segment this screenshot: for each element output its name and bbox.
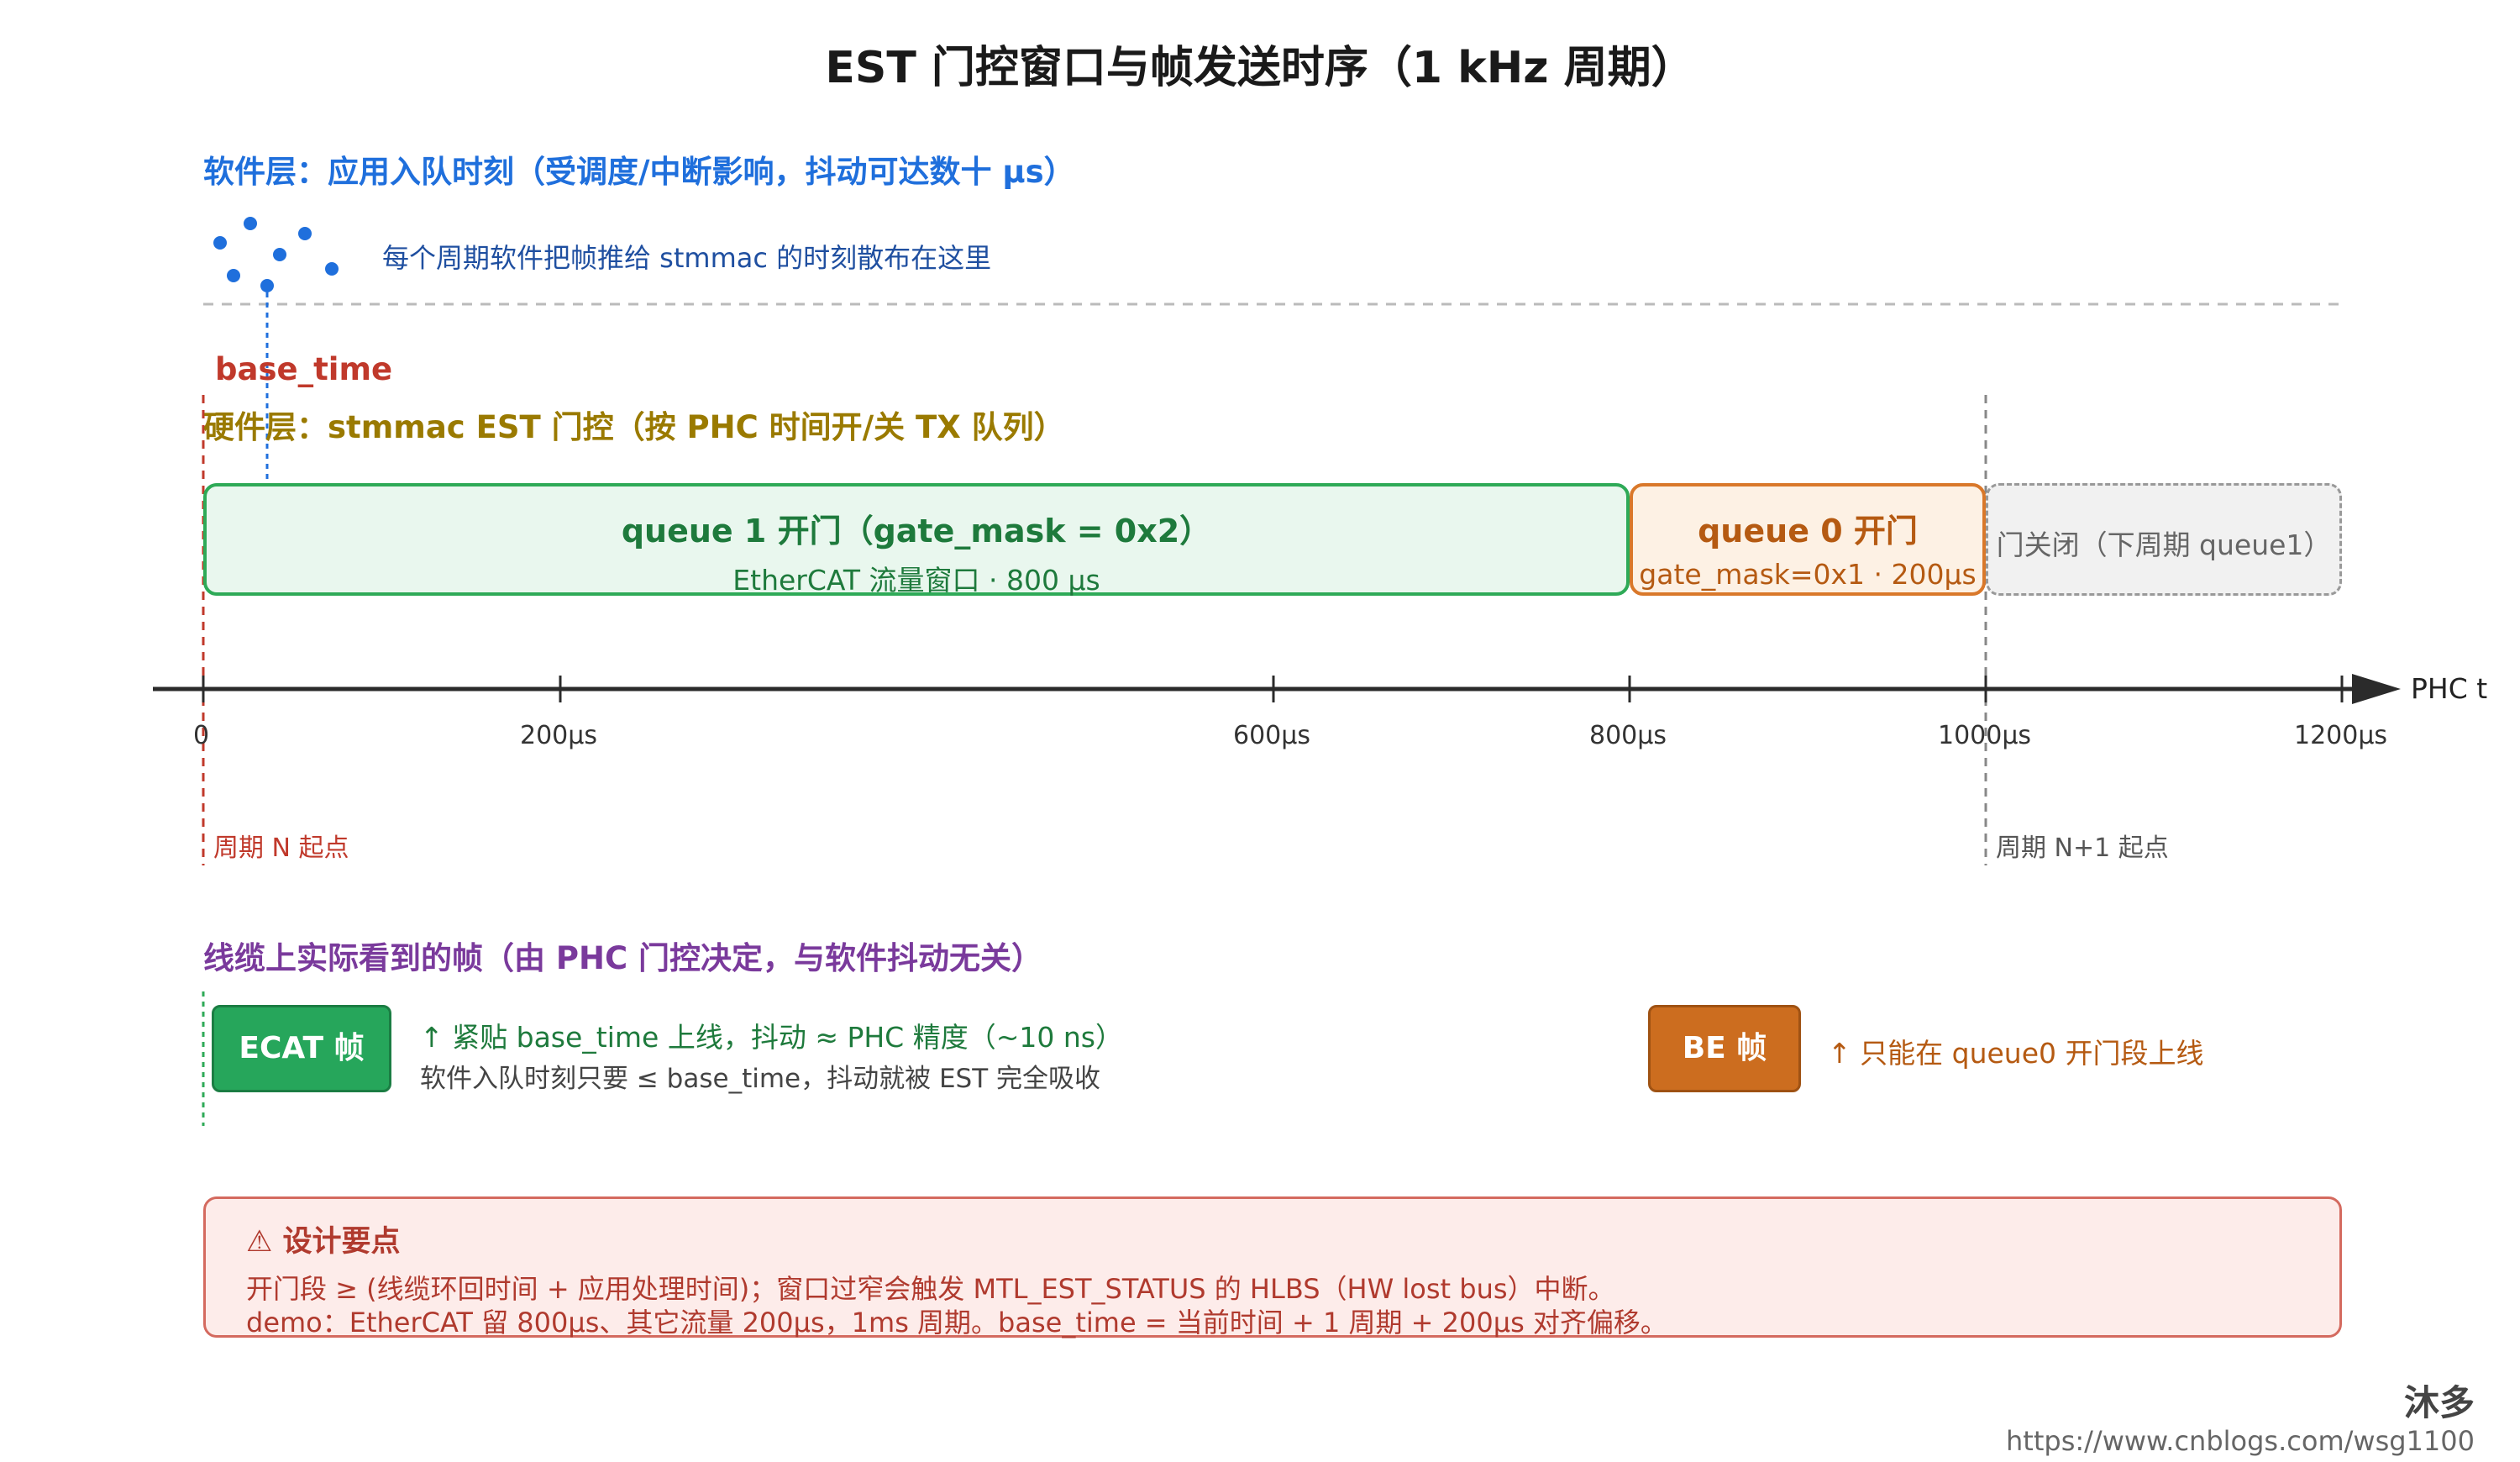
watermark-url: https://www.cnblogs.com/wsg1100 [2006,1425,2475,1457]
be-frame: BE 帧 [1648,1005,1801,1092]
enqueue-dot [227,269,240,282]
tick-label-0: 0 [193,721,210,750]
tick-label-800: 800µs [1589,721,1667,750]
gate-closed-label: 门关闭（下周期 queue1） [1996,529,2332,561]
tick-label-1200: 1200µs [2294,721,2388,750]
queue0-window-title: queue 0 开门 [1698,513,1918,550]
tick-label-1000: 1000µs [1938,721,2032,750]
queue0-window-subtitle: gate_mask=0x1 · 200µs [1639,558,1977,591]
axis-arrow [2352,674,2401,704]
enqueue-dot [244,217,257,230]
watermark-author: 沐多 [2404,1382,2475,1423]
software-layer-heading: 软件层：应用入队时刻（受调度/中断影响，抖动可达数十 µs） [203,154,1075,190]
queue0-window: queue 0 开门 gate_mask=0x1 · 200µs [1630,483,1986,596]
enqueue-dot [213,236,227,250]
design-notes-line-1: 开门段 ≥ (线缆环回时间 + 应用处理时间)；窗口过窄会触发 MTL_EST_… [246,1273,1615,1305]
design-notes-box: ⚠ 设计要点 开门段 ≥ (线缆环回时间 + 应用处理时间)；窗口过窄会触发 M… [203,1196,2342,1338]
enqueue-dot [325,262,339,276]
base-time-label: base_time [215,351,393,387]
gate-closed-window: 门关闭（下周期 queue1） [1986,483,2342,596]
axis-label: PHC t [2411,672,2488,705]
tick-label-600: 600µs [1233,721,1310,750]
page-title: EST 门控窗口与帧发送时序（1 kHz 周期） [825,43,1695,93]
ecat-note-primary: ↑ 紧贴 base_time 上线，抖动 ≈ PHC 精度（~10 ns） [420,1021,1123,1054]
enqueue-dots [213,217,339,292]
be-note: ↑ 只能在 queue0 开门段上线 [1828,1037,2204,1070]
enqueue-dot [273,248,286,261]
tick-label-200: 200µs [520,721,597,750]
queue1-window-title: queue 1 开门（gate_mask = 0x2） [621,513,1212,550]
design-notes-line-2: demo：EtherCAT 留 800µs、其它流量 200µs，1ms 周期。… [246,1307,1667,1338]
next-cycle-label: 周期 N+1 起点 [1996,834,2169,863]
design-notes-title: ⚠ 设计要点 [246,1225,401,1259]
ecat-frame: ECAT 帧 [212,1005,391,1092]
software-layer-note: 每个周期软件把帧推给 stmmac 的时刻散布在这里 [382,242,992,274]
enqueue-dot [298,227,312,240]
cycle-start-label: 周期 N 起点 [213,834,349,863]
queue1-window: queue 1 开门（gate_mask = 0x2） EtherCAT 流量窗… [203,483,1630,597]
wire-heading: 线缆上实际看到的帧（由 PHC 门控决定，与软件抖动无关） [203,940,1042,976]
hardware-layer-heading: 硬件层：stmmac EST 门控（按 PHC 时间开/关 TX 队列） [203,409,1065,445]
ecat-note-secondary: 软件入队时刻只要 ≤ base_time，抖动就被 EST 完全吸收 [420,1064,1101,1094]
queue1-window-subtitle: EtherCAT 流量窗口 · 800 µs [732,564,1100,597]
enqueue-dot [260,279,274,292]
